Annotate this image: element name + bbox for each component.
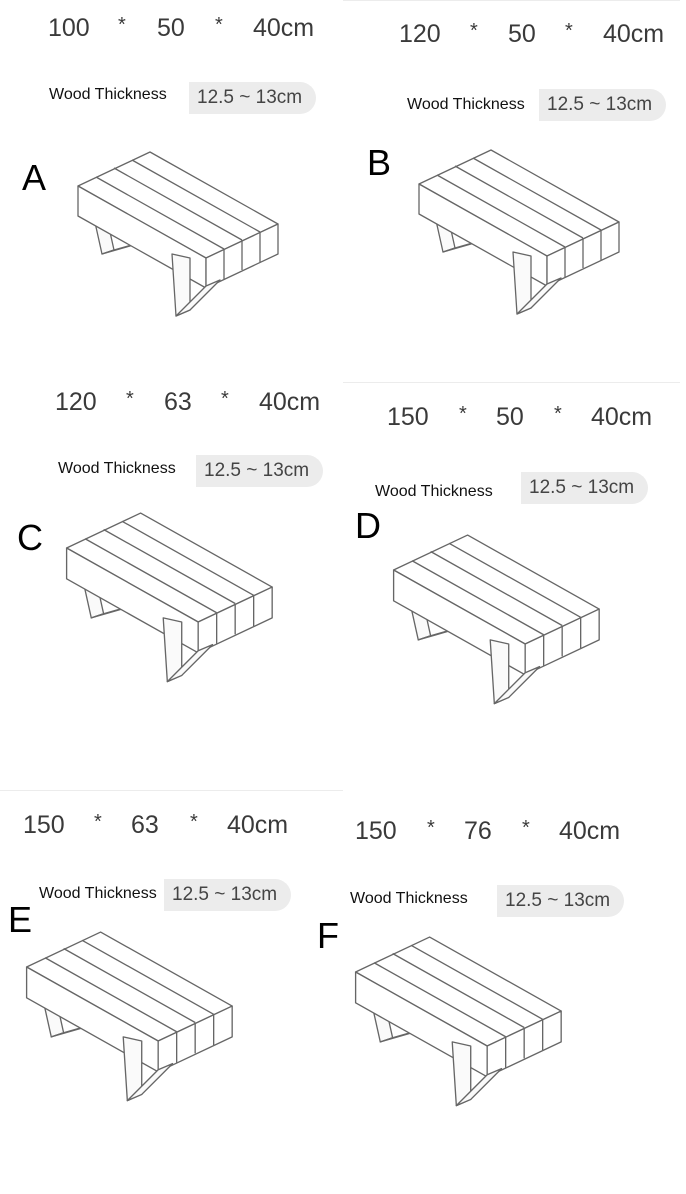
option-letter: D: [355, 505, 381, 546]
plank-seam: [131, 159, 261, 233]
plank-seam: [448, 542, 581, 618]
plank-seam: [392, 952, 525, 1029]
option-letter: F: [317, 915, 339, 956]
plank-seam: [472, 157, 602, 231]
plank-seam: [121, 520, 254, 596]
bench-leg: [126, 1062, 174, 1102]
dimension-height: 40cm: [259, 388, 321, 416]
wood-thickness-value: 12.5 ~ 13cm: [521, 472, 649, 504]
option-letter: A: [22, 157, 47, 198]
wood-thickness-label: Wood Thickness: [39, 885, 157, 902]
dimension-height: 40cm: [227, 811, 289, 839]
dimension-separator: *: [215, 14, 223, 36]
dimension-width: 50: [496, 403, 524, 431]
wood-thickness-value: 12.5 ~ 13cm: [196, 455, 324, 487]
dimension-separator: *: [118, 14, 126, 36]
wood-thickness-label: Wood Thickness: [375, 483, 493, 500]
option-letter: C: [17, 517, 43, 558]
plank-seam: [454, 165, 584, 239]
bench-drawing: [354, 936, 562, 1107]
dimension-width: 63: [131, 811, 159, 839]
bench-drawing: [65, 512, 273, 683]
dimension-height: 40cm: [253, 14, 315, 42]
wood-thickness-label: Wood Thickness: [49, 86, 167, 103]
wood-thickness-value: 12.5 ~ 13cm: [539, 89, 667, 121]
dimension-separator: *: [565, 20, 573, 42]
bench-drawing: [77, 151, 279, 317]
dimension-separator: *: [190, 811, 198, 833]
dimension-separator: *: [221, 388, 229, 410]
dimension-length: 100: [48, 14, 90, 42]
wood-thickness-label: Wood Thickness: [407, 96, 525, 113]
wood-thickness-value: 12.5 ~ 13cm: [497, 885, 625, 917]
plank-seam: [84, 538, 217, 614]
plank-seam: [44, 957, 177, 1033]
dimension-height: 40cm: [559, 817, 621, 845]
wood-thickness-value: 12.5 ~ 13cm: [164, 879, 292, 911]
dimension-width: 50: [508, 20, 536, 48]
dimension-separator: *: [126, 388, 134, 410]
plank-seam: [63, 947, 196, 1024]
bench-leg: [455, 1067, 503, 1107]
option-letter: E: [8, 899, 33, 940]
bench-leg: [175, 279, 221, 317]
dimension-separator: *: [427, 817, 435, 839]
bench-drawing: [418, 149, 620, 315]
plank-seam: [95, 176, 225, 250]
dimension-length: 150: [355, 817, 397, 845]
section-divider: [343, 0, 680, 1]
wood-thickness-value: 12.5 ~ 13cm: [189, 82, 317, 114]
dimension-length: 150: [387, 403, 429, 431]
plank-seam: [430, 550, 563, 627]
bench-leg: [516, 277, 562, 315]
dimension-length: 150: [23, 811, 65, 839]
bench-leg: [493, 665, 541, 705]
dimension-separator: *: [459, 403, 467, 425]
dimension-length: 120: [399, 20, 441, 48]
bench-leg: [166, 643, 214, 683]
plank-seam: [411, 560, 544, 636]
dimension-separator: *: [522, 817, 530, 839]
dimension-separator: *: [94, 811, 102, 833]
bench-drawing: [392, 534, 600, 705]
wood-thickness-label: Wood Thickness: [350, 890, 468, 907]
dimension-separator: *: [554, 403, 562, 425]
plank-seam: [81, 939, 214, 1015]
option-letter: B: [367, 142, 392, 183]
plank-seam: [113, 167, 243, 241]
plank-seam: [410, 944, 543, 1020]
dimension-height: 40cm: [591, 403, 653, 431]
plank-seam: [103, 528, 236, 605]
plank-seam: [436, 174, 566, 248]
bench-drawing: [25, 931, 233, 1102]
dimension-length: 120: [55, 388, 97, 416]
wood-thickness-label: Wood Thickness: [58, 460, 176, 477]
dimension-separator: *: [470, 20, 478, 42]
dimension-width: 50: [157, 14, 185, 42]
section-divider: [343, 382, 680, 383]
section-divider: [0, 790, 343, 791]
plank-seam: [373, 962, 506, 1038]
dimension-width: 76: [464, 817, 492, 845]
dimension-width: 63: [164, 388, 192, 416]
dimension-height: 40cm: [603, 20, 665, 48]
